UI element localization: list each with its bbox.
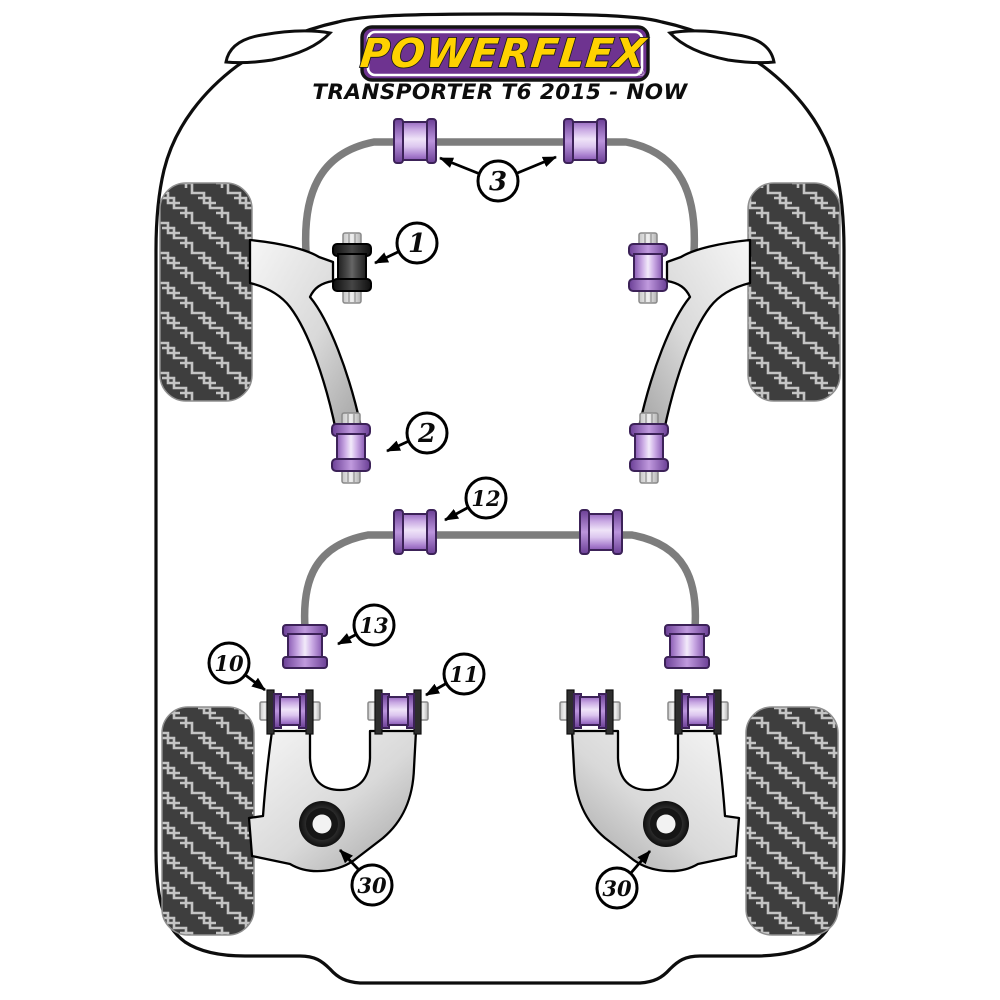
front-right-wishbone bbox=[637, 238, 752, 433]
callout-11: 11 bbox=[442, 652, 486, 696]
rear-right-arm-front-bush bbox=[667, 689, 729, 735]
callout-30-right-number: 30 bbox=[602, 876, 632, 901]
callout-13-number: 13 bbox=[359, 613, 388, 638]
leader-2 bbox=[386, 439, 410, 453]
leader-30-left bbox=[338, 849, 361, 871]
rear-left-arm-rear-bush bbox=[367, 689, 429, 735]
powerflex-logo: POWERFLEX ® bbox=[357, 25, 650, 82]
callout-3-number: 3 bbox=[489, 167, 507, 197]
leader-30-right bbox=[628, 850, 652, 875]
front-anti-roll-bar bbox=[301, 138, 699, 256]
rear-arb-bush-left bbox=[393, 509, 437, 555]
leader-13 bbox=[337, 632, 358, 646]
logo-wordmark: POWERFLEX bbox=[358, 31, 649, 77]
callout-12-number: 12 bbox=[471, 486, 500, 511]
logo-inner-border bbox=[366, 30, 644, 77]
left-mirror bbox=[224, 29, 334, 65]
rear-arb-end-bush-right bbox=[664, 624, 710, 669]
leader-3b bbox=[514, 155, 557, 176]
callout-2-number: 2 bbox=[417, 419, 436, 449]
front-right-arm-rear-bush bbox=[629, 412, 669, 484]
callout-13: 13 bbox=[352, 603, 396, 647]
front-right-tire bbox=[747, 182, 841, 402]
right-mirror bbox=[666, 29, 776, 65]
leader-1 bbox=[374, 249, 401, 265]
rear-right-arm-rear-bush bbox=[559, 689, 621, 735]
logo-panel bbox=[360, 25, 650, 82]
leader-11 bbox=[425, 681, 448, 697]
front-left-wishbone bbox=[248, 238, 363, 433]
callout-30-left: 30 bbox=[350, 863, 394, 907]
callout-leaders bbox=[243, 155, 652, 875]
front-arm-rear-bush bbox=[331, 412, 371, 484]
rear-arb-bush-right bbox=[579, 509, 623, 555]
front-arb-bush-right bbox=[563, 118, 607, 164]
rear-left-arm-front-bush bbox=[259, 689, 321, 735]
callout-10: 10 bbox=[207, 641, 251, 685]
callout-1-number: 1 bbox=[408, 229, 426, 259]
leader-10 bbox=[243, 672, 266, 692]
rear-anti-roll-bar bbox=[300, 531, 700, 632]
leader-12 bbox=[444, 505, 470, 522]
vehicle-subtitle: TRANSPORTER T6 2015 - NOW bbox=[312, 80, 688, 105]
callout-11-number: 11 bbox=[449, 662, 478, 687]
front-right-arm-front-bush bbox=[628, 232, 668, 304]
front-arb-bush-left bbox=[393, 118, 437, 164]
front-left-tire bbox=[159, 182, 253, 402]
front-arm-front-bush-black bbox=[332, 232, 372, 304]
callout-30-left-number: 30 bbox=[357, 873, 387, 898]
rear-left-tire bbox=[161, 706, 255, 936]
callout-3: 3 bbox=[476, 159, 520, 203]
callout-2: 2 bbox=[405, 411, 449, 455]
callout-1: 1 bbox=[395, 221, 439, 265]
leader-3a bbox=[439, 156, 481, 176]
rear-right-arm bbox=[570, 729, 741, 873]
callout-10-number: 10 bbox=[214, 651, 244, 676]
callout-12: 12 bbox=[464, 476, 508, 520]
logo-registered-mark: ® bbox=[637, 69, 646, 79]
callout-30-right: 30 bbox=[595, 866, 639, 910]
rear-arb-end-bush-left bbox=[282, 624, 328, 669]
rear-right-tire bbox=[745, 706, 839, 936]
rear-left-arm bbox=[247, 729, 418, 873]
